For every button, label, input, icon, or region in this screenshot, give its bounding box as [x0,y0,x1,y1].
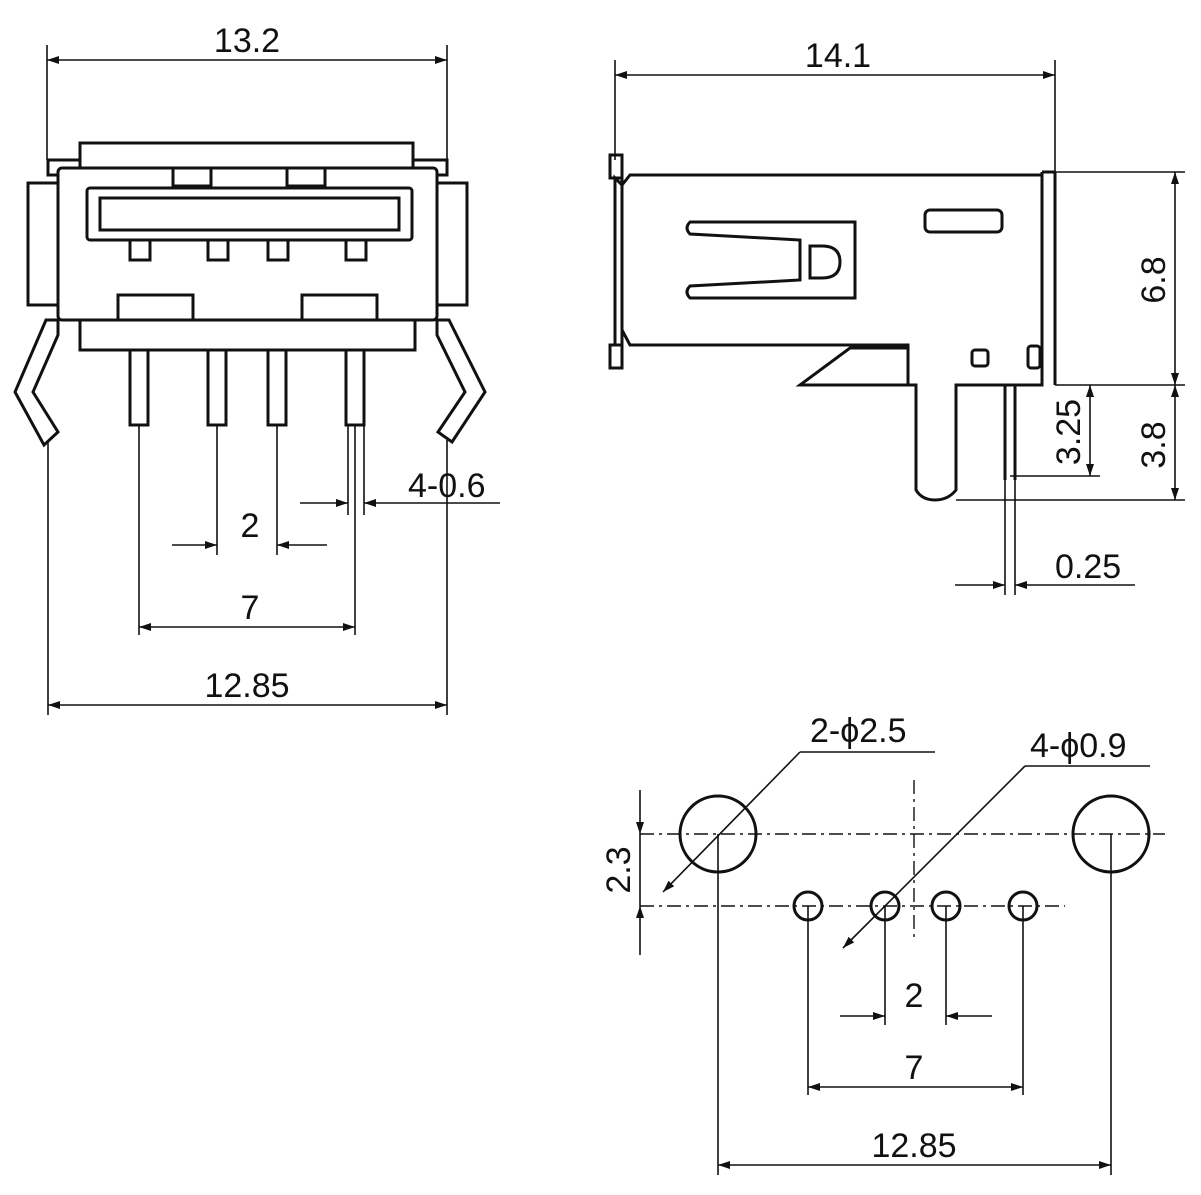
footprint-pin-span-label: 7 [905,1049,924,1087]
side-pin-inner-label: 3.25 [1050,399,1088,465]
side-height-label: 6.8 [1135,256,1173,303]
front-leg-span-label: 12.85 [204,667,289,705]
side-view-dimensions [614,60,1185,595]
front-pin-width-label: 4-0.6 [408,467,486,505]
row-offset-label: 2.3 [600,846,638,893]
mount-hole-label: 2-ϕ2.5 [810,712,907,750]
front-pitch-label: 2 [241,507,260,545]
front-view [13,141,487,448]
side-thickness-label: 0.25 [1055,548,1121,586]
footprint-dimensions [636,751,1150,1175]
dimension-labels: 13.2 2 7 4-0.6 12.85 14.1 6.8 3.25 3.8 0… [204,22,1173,1165]
side-view [608,153,1057,502]
pin-hole-label: 4-ϕ0.9 [1030,727,1127,765]
footprint-pitch-label: 2 [905,977,924,1015]
footprint-hole-span-label: 12.85 [871,1127,956,1165]
side-pin-outer-label: 3.8 [1135,421,1173,468]
front-pin-span-label: 7 [241,589,260,627]
side-length-label: 14.1 [805,37,871,75]
front-width-label: 13.2 [214,22,280,60]
front-view-dimensions [46,45,500,715]
